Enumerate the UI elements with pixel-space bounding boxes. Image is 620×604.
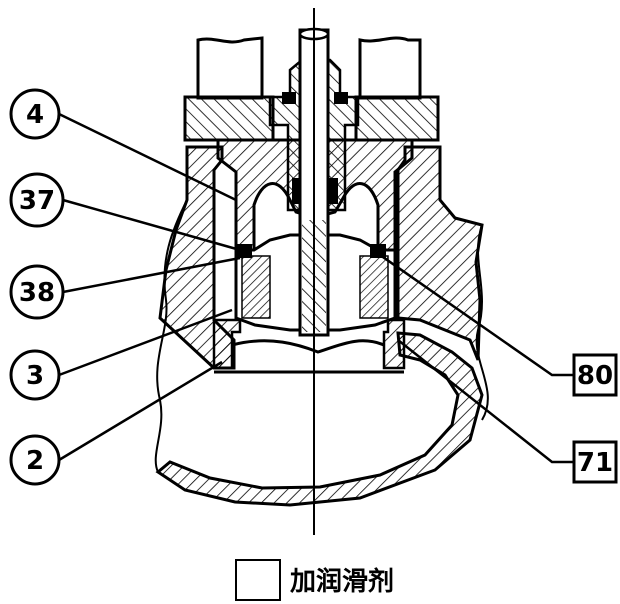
o-ring-left [236,244,252,258]
flange-left [183,95,275,142]
leader-2 [58,360,223,462]
yoke [196,36,422,100]
bonnet-flange [183,95,440,142]
packing-top-r [334,92,348,104]
seat-right [382,318,406,370]
valve-body [154,145,489,507]
callout-37: 37 [9,172,65,228]
callout-38: 38 [9,264,65,320]
callout-37-text: 37 [19,186,55,216]
leader-71 [397,339,574,464]
o-ring-right [370,244,386,258]
leader-37 [62,198,241,252]
flange-right [354,95,440,142]
callout-71: 71 [572,440,618,484]
callout-3-text: 3 [26,361,44,391]
callout-80-text: 80 [577,361,613,391]
leader-lines [58,112,574,464]
seat-lip [231,339,385,354]
leader-4 [58,112,237,202]
body-break-right [475,224,489,421]
callout-4-text: 4 [26,100,44,130]
callout-38-text: 38 [19,278,55,308]
legend-swatch [235,559,281,601]
leader-38 [62,256,241,294]
plug-right-hatch [359,255,389,319]
callout-2-text: 2 [26,446,44,476]
body-bottom-shell [155,331,484,507]
callout-80: 80 [572,353,618,397]
legend: 加润滑剂 [235,559,394,601]
leader-80 [379,253,574,377]
seat-ring [212,318,406,374]
yoke-left-pillar [196,36,264,100]
callout-3: 3 [9,349,61,401]
leader-3 [58,308,233,377]
legend-label: 加润滑剂 [290,566,394,597]
plug-left-hatch [241,255,271,319]
callout-4: 4 [9,88,61,140]
body-right-wall [396,145,484,361]
yoke-right-pillar [358,36,422,100]
callout-71-text: 71 [577,448,613,478]
callout-2: 2 [9,434,61,486]
body-break-left [154,199,188,473]
packing-top [282,92,296,104]
